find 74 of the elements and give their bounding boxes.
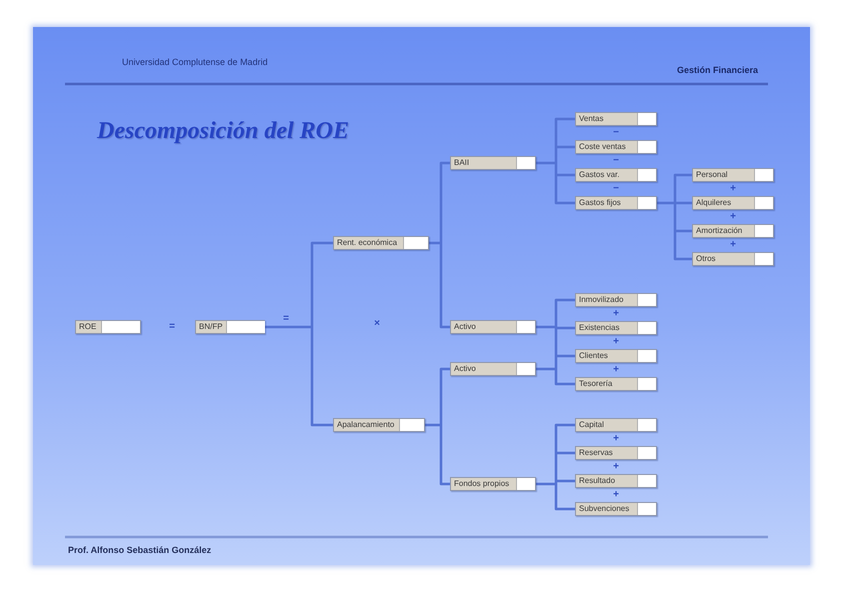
connector-line — [534, 424, 576, 510]
ratio-box — [575, 140, 657, 154]
ratio-box — [575, 474, 657, 488]
ratio-box — [450, 320, 536, 334]
ratio-box — [450, 362, 536, 376]
ratio-box — [575, 112, 657, 126]
ratio-box — [575, 418, 657, 432]
connector-line — [428, 162, 452, 328]
node-label: ROE — [78, 321, 98, 333]
ratio-box — [692, 168, 774, 182]
node-label: Otros — [695, 253, 717, 265]
operator-symbol: + — [613, 337, 619, 347]
ratio-box — [692, 224, 774, 238]
operator-symbol: − — [613, 184, 619, 194]
operator-symbol: + — [613, 365, 619, 375]
node-label: Resultado — [578, 475, 616, 487]
operator-symbol: × — [374, 319, 380, 329]
operator-symbol: = — [169, 322, 175, 332]
ratio-box — [75, 320, 141, 334]
ratio-box — [450, 156, 536, 170]
node-label: Amortización — [695, 225, 744, 237]
ratio-box — [575, 293, 657, 307]
node-label: Existencias — [578, 322, 620, 334]
node-label: Rent. económica — [336, 237, 398, 249]
slide-title: Descomposición del ROE — [97, 118, 349, 145]
node-label: BN/FP — [198, 321, 224, 333]
node-label: Subvenciones — [578, 503, 630, 515]
ratio-box — [333, 236, 429, 250]
node-label: Clientes — [578, 350, 609, 362]
ratio-box — [575, 446, 657, 460]
ratio-box — [575, 196, 657, 210]
node-label: BAII — [453, 157, 470, 169]
node-label: Inmovilizado — [578, 294, 624, 306]
ratio-box — [450, 477, 536, 491]
node-label: Tesorería — [578, 378, 614, 390]
header-text: Universidad Complutense de Madrid — [122, 57, 268, 67]
ratio-box — [575, 168, 657, 182]
operator-symbol: + — [730, 184, 736, 194]
operator-symbol: + — [613, 462, 619, 472]
operator-symbol: = — [283, 314, 289, 324]
ratio-box — [692, 252, 774, 266]
ratio-box — [575, 377, 657, 391]
node-label: Reservas — [578, 447, 614, 459]
ratio-box — [333, 418, 425, 432]
node-label: Apalancamiento — [336, 419, 396, 431]
node-label: Activo — [453, 363, 477, 375]
author-name: Prof. Alfonso Sebastián González — [68, 545, 212, 555]
operator-symbol: + — [613, 309, 619, 319]
course-name: Gestión Financiera — [676, 65, 758, 75]
operator-symbol: − — [613, 128, 619, 138]
operator-symbol: + — [613, 434, 619, 444]
connector-line — [264, 242, 334, 426]
ratio-box — [575, 321, 657, 335]
connector-line — [534, 298, 576, 386]
node-label: Capital — [578, 419, 605, 431]
node-label: Ventas — [578, 113, 604, 125]
node-label: Coste ventas — [578, 141, 627, 153]
node-label: Gastos var. — [578, 169, 620, 181]
operator-symbol: + — [613, 490, 619, 500]
node-label: Activo — [453, 321, 477, 333]
connector-line — [424, 368, 452, 486]
operator-symbol: + — [730, 240, 736, 250]
ratio-box — [692, 196, 774, 210]
ratio-box — [195, 320, 265, 334]
node-label: Alquileres — [695, 197, 732, 209]
connector-line — [534, 118, 576, 204]
operator-symbol: − — [613, 156, 619, 166]
connector-line — [656, 174, 694, 260]
node-label: Fondos propios — [453, 478, 510, 490]
operator-symbol: + — [730, 212, 736, 222]
node-label: Personal — [695, 169, 729, 181]
node-label: Gastos fijos — [578, 197, 622, 209]
ratio-box — [575, 502, 657, 516]
ratio-box — [575, 349, 657, 363]
